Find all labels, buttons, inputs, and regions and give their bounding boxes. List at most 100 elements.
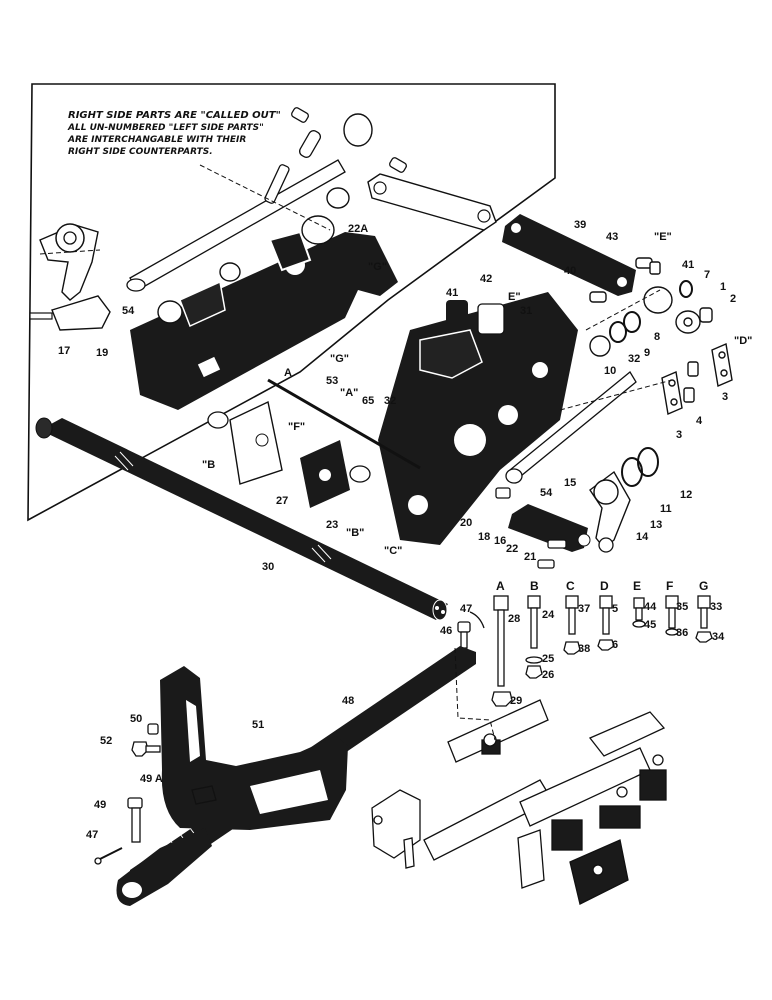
callout-3a: 3 [722,391,728,403]
callout-23: 23 [326,519,338,531]
callout-4: 4 [696,415,703,427]
callout-34: 34 [712,631,725,643]
callout-13: 13 [650,519,662,531]
callout-49A: 49 A [140,773,163,785]
callout-45: 45 [644,619,656,631]
hw-col-g: G [699,579,708,593]
callout-32a: 32 [628,353,640,365]
springs-41 [446,300,505,335]
callout-22: 22 [506,543,518,555]
callout-20: 20 [460,517,472,529]
note-line-4: RIGHT SIDE COUNTERPARTS. [68,147,213,157]
rod-53 [267,378,421,470]
callout-42: 42 [480,273,492,285]
main-tube-30 [40,418,448,620]
callout-9: 9 [644,347,650,359]
hw-col-d: D [600,579,609,593]
callout-54b: 54 [540,487,553,499]
callout-41b: 41 [446,287,458,299]
callout-43: 43 [606,231,618,243]
callout-50: 50 [130,713,142,725]
callout-54a: 54 [122,305,135,317]
callout-2: 2 [730,293,736,305]
callout-29: 29 [510,695,522,707]
upper-link-bar [367,173,497,231]
callout-65: 65 [362,395,374,407]
callout-52: 52 [100,735,112,747]
callout-24: 24 [542,609,555,621]
upper-bushings [157,113,373,324]
inset-frame [27,83,556,522]
callout-53: 53 [326,375,338,387]
note-line-3: ARE INTERCHANGABLE WITH THEIR [68,135,247,145]
lower-pins [495,487,567,569]
hw-col-f: F [666,579,673,593]
callout-32b: 32 [384,395,396,407]
callout-B2: "B" [346,527,364,539]
leader-lines [39,164,673,741]
callout-47b: 47 [86,829,98,841]
callout-18: 18 [478,531,490,543]
callout-G1: "G" [368,261,387,273]
washers-11-12 [621,447,659,487]
callout-33: 33 [710,601,722,613]
callout-27: 27 [276,495,288,507]
callout-28: 28 [508,613,520,625]
upper-chain-links [264,107,407,204]
callout-47a: 47 [460,603,472,615]
callout-39: 39 [574,219,586,231]
callout-22A: 22A [348,223,368,235]
callout-F: "F" [288,421,305,433]
bracket-51 [160,666,348,830]
link-39 [502,214,636,296]
callout-48: 48 [342,695,354,707]
callout-D: "D" [734,335,752,347]
callout-5: 5 [612,603,618,615]
callout-8: 8 [654,331,660,343]
hw-col-c: C [566,579,575,593]
right-small-parts [589,257,733,415]
callout-E1: "E" [654,231,672,243]
callout-35: 35 [676,601,688,613]
callout-38: 38 [578,643,590,655]
callout-17: 17 [58,345,70,357]
assembled-hitch-view [371,699,667,905]
callout-46: 46 [440,625,452,637]
spring-link-16 [508,504,588,552]
callout-10: 10 [604,365,616,377]
callout-16: 16 [494,535,506,547]
hardware-letters: A B C D E F G [496,579,708,593]
callout-36: 36 [676,627,688,639]
callout-11: 11 [660,503,672,515]
callout-A2: "A" [340,387,358,399]
bolt-46-pin-47 [457,611,485,649]
callout-15: 15 [564,477,576,489]
link-17 [51,295,111,331]
callout-14: 14 [636,531,649,543]
callout-31: 31 [520,305,532,317]
callout-3b: 3 [676,429,682,441]
callout-1: 1 [720,281,726,293]
callout-G2: "G" [330,353,349,365]
callout-labels: 22A "G" 39 43 "E" 41 40 7 1 2 42 E" 41 3… [58,219,752,841]
callout-26: 26 [542,669,554,681]
hw-col-b: B [530,579,539,593]
small-hardware [94,723,217,865]
callout-37: 37 [578,603,590,615]
hw-col-e: E [633,579,641,593]
callout-19: 19 [96,347,108,359]
callout-B1: "B [202,459,215,471]
note-line-1: RIGHT SIDE PARTS ARE "CALLED OUT" [68,110,281,121]
callout-40: 40 [564,265,576,277]
callout-A1: A [284,367,292,379]
hw-col-a: A [496,579,505,593]
callout-25: 25 [542,653,554,665]
bracket-blocks [207,400,371,508]
callout-51: 51 [252,719,264,731]
callout-30: 30 [262,561,274,573]
callout-C1: "C" [384,545,402,557]
callout-44: 44 [644,601,657,613]
callout-49: 49 [94,799,106,811]
left-frame-plate [130,232,398,410]
